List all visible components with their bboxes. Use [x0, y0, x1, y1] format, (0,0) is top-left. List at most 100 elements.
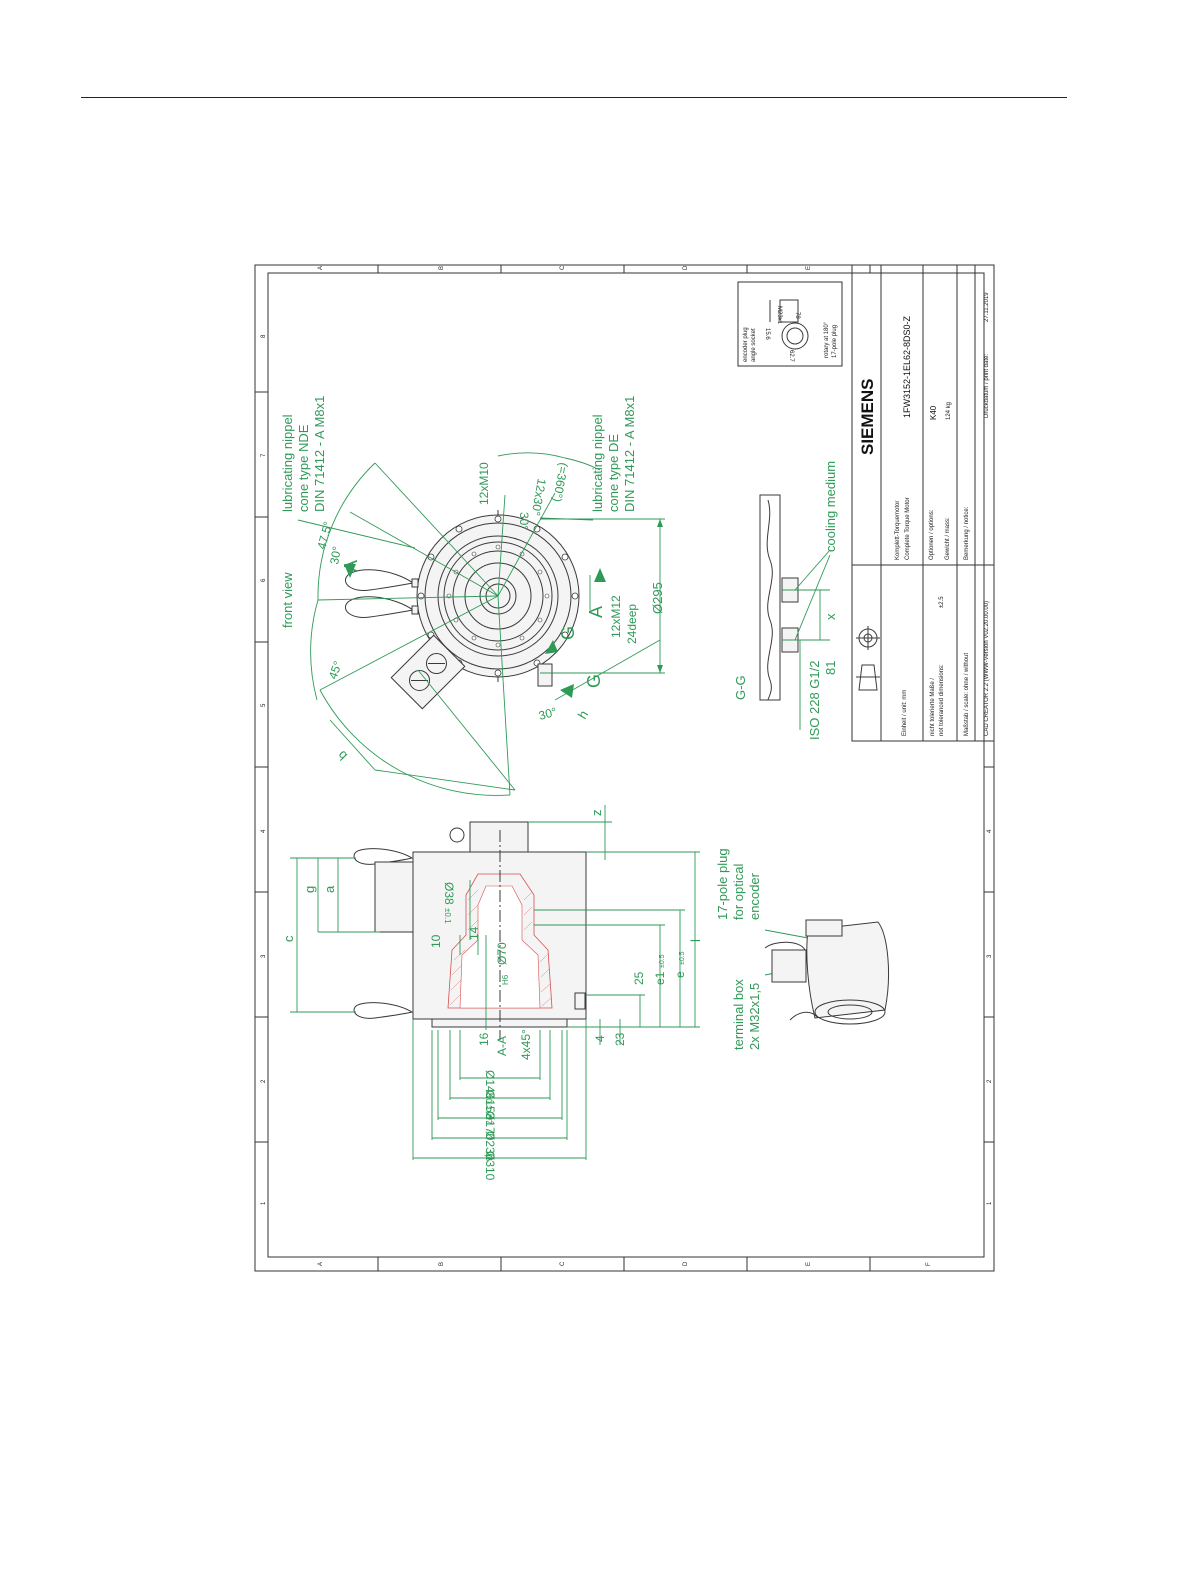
dim-d153: Ø153: [483, 1090, 497, 1120]
header-rule: [81, 97, 1067, 98]
angle-30-c: 30°: [537, 705, 558, 723]
unit-label: Einheit / unit: mm: [902, 690, 908, 736]
notice-label: Bemerkung / notice:: [964, 506, 970, 560]
encoder-d156: 15.6: [764, 328, 770, 340]
zone-letter-top-c: C: [560, 265, 566, 270]
front-view-labels: front view lubricating nippel cone type …: [280, 396, 665, 764]
encoder-detail-title: encoder plug: [743, 327, 749, 362]
encoder-d627: 62.7: [788, 350, 794, 362]
front-view-title: front view: [280, 572, 295, 628]
depth-24: 24deep: [625, 604, 639, 644]
mass-value: 124 kg: [946, 402, 952, 420]
zone-letter-bottom-a: A: [318, 1262, 324, 1266]
terminal-box-line2: 2x M32x1,5: [747, 983, 762, 1050]
title-de: Komplett-Torquemotor: [895, 501, 901, 560]
zone-number-6: 6: [261, 578, 267, 582]
dim-d230: Ø230: [483, 1131, 497, 1161]
dim-d145-tol: ±0.3: [484, 1094, 493, 1110]
zone-letter-bottom-b: B: [439, 1262, 445, 1266]
zone-letter-top-d: D: [683, 265, 689, 270]
zone-number-8: 8: [261, 334, 267, 338]
cad-label: CAD CREATOR 2.2 (WWW-Version V02.20.00.0…: [984, 601, 990, 736]
title-block: SIEMENS 1FW3152-1EL62-8DS0-Z Komplett-To…: [851, 264, 995, 742]
projection-symbol: [856, 626, 880, 691]
zone-letter-top-b: B: [439, 266, 445, 270]
label-a-right: A: [586, 606, 606, 618]
nippel-de-line3: DIN 71412 - A M8x1: [622, 396, 637, 512]
label-g-lower: G: [584, 674, 604, 688]
zone-number-3: 3: [261, 954, 267, 958]
options-value: K40: [929, 405, 938, 420]
brand-logo: SIEMENS: [858, 378, 877, 455]
gg-iso: ISO 228 G1/2: [807, 661, 822, 741]
front-view-dimensions: [297, 452, 665, 796]
side-view-dimensions: [290, 805, 809, 1160]
dim-d70: Ø70: [495, 942, 509, 965]
dim-e1: e1: [653, 971, 667, 985]
isometric-labels: 17-pole plug for optical encoder termina…: [715, 848, 762, 1050]
side-view: [353, 821, 587, 1040]
dim-e1-tol: ±0.5: [659, 954, 666, 968]
nippel-de-line1: lubricating nippel: [590, 414, 605, 512]
mass-label: Gewicht / mass:: [945, 517, 951, 560]
encoder-d78: 78: [794, 312, 800, 319]
dim-d170: Ø170: [483, 1111, 497, 1141]
zone-letter-bottom-f: F: [926, 1262, 932, 1266]
zone-number-2: 2: [261, 1079, 267, 1083]
dim-14: 14: [467, 926, 481, 940]
dim-25: 25: [632, 971, 646, 985]
encoder-plug-line2: for optical: [731, 864, 746, 920]
chamfer: 4x45°: [519, 1029, 533, 1060]
dim-l: l: [688, 939, 703, 942]
dim-e-tol: ±0.5: [679, 951, 686, 965]
encoder-note2: 17-pole plug: [832, 325, 838, 358]
nippel-de-line2: cone type DE: [606, 434, 621, 512]
zone-letter-bottom-c: C: [560, 1261, 566, 1266]
dim-23: 23: [613, 1032, 627, 1046]
label-h: h: [575, 708, 592, 722]
label-g-upper: G: [558, 626, 578, 640]
dim-d153-tol: H7: [484, 1114, 493, 1125]
print-date-label: Druckdatum / print date:: [984, 354, 990, 418]
isometric-view: [764, 919, 889, 1025]
dim-d145: Ø145: [483, 1070, 497, 1100]
gg-medium: cooling medium: [823, 461, 838, 552]
dim-d38: Ø38: [442, 882, 456, 905]
section-a-a: A-A: [495, 1036, 509, 1056]
section-gg: G-G ISO 228 G1/2 81 x cooling medium: [733, 461, 838, 740]
encoder-plug-line1: 17-pole plug: [715, 848, 730, 920]
encoder-plug-line3: encoder: [747, 872, 762, 920]
dim-g: g: [302, 886, 317, 893]
dia-295: Ø295: [650, 582, 665, 614]
holes-total: (=360°): [550, 461, 571, 503]
dim-z: z: [589, 810, 604, 817]
angle-30-b: 30°: [517, 512, 531, 530]
dim-d310: Ø310: [483, 1151, 497, 1181]
zone-letter-bottom-e: E: [806, 1262, 812, 1266]
zone-number-2-right: 2: [987, 1079, 993, 1083]
dim-d38-tol: ±0.1: [443, 908, 452, 924]
print-date-value: 27.11.2019: [984, 292, 990, 322]
side-view-labels: c g a z l Ø38 ±0.1 10 14 Ø70 H6 25 e1 ±0…: [281, 810, 703, 1181]
zone-letter-bottom-d: D: [683, 1261, 689, 1266]
angle-30-a: 30°: [327, 545, 344, 566]
scale-label: Maßstab / scale: ohne / without: [964, 653, 970, 736]
dim-d70-tol: H6: [501, 974, 510, 985]
dim-10: 10: [429, 934, 443, 948]
gg-dim-81: 81: [823, 661, 838, 675]
inner-frame: [267, 272, 985, 1258]
nippel-nde-line2: cone type NDE: [296, 424, 311, 512]
zone-number-7: 7: [261, 453, 267, 457]
tolerance-label-en: not toleranced dimensions:: [939, 664, 945, 736]
holes-m10: 12xM10: [477, 462, 491, 505]
encoder-m23: M23x1: [776, 306, 782, 325]
zone-number-1-right: 1: [987, 1201, 993, 1205]
holes-m12: 12xM12: [609, 595, 623, 638]
encoder-note1: rotary at 180°: [824, 321, 830, 358]
zone-number-3-right: 3: [987, 954, 993, 958]
dim-16: 16: [477, 1032, 491, 1046]
tolerance-label-de: nicht tolerierte Maße /: [930, 678, 936, 736]
zone-number-5: 5: [261, 703, 267, 707]
nippel-nde-line1: lubricating nippel: [280, 414, 295, 512]
